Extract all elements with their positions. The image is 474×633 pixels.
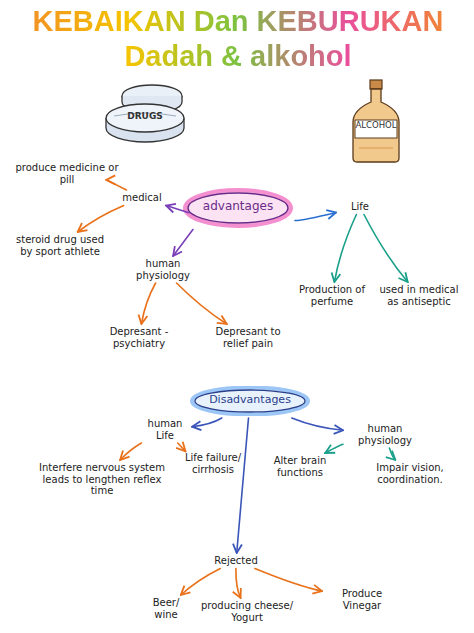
node-label: Depresant to relief pain (205, 326, 291, 349)
branch-text: Rejected (205, 555, 267, 567)
node-label: Impair vision, coordination. (364, 462, 456, 485)
arrow-connector (177, 283, 227, 324)
branch-text: human Life (140, 418, 190, 441)
node-label: Rejected (205, 555, 267, 567)
node-label: medical (116, 192, 168, 204)
node-label: DRUGS (100, 80, 190, 121)
arrow-connector (236, 569, 241, 599)
arrow-connector (120, 443, 141, 460)
node-label: Interfere nervous system leads to length… (33, 462, 171, 497)
node-label: human Life (140, 418, 190, 441)
leaf-text: Interfere nervous system leads to length… (33, 462, 171, 497)
arrow-connector (295, 213, 336, 221)
drug-pill-illustration: DRUGS (100, 80, 190, 152)
leaf-text: Production of perfume (296, 284, 368, 307)
arrow-connector (192, 418, 222, 427)
leaf-text: Produce Vinegar (324, 588, 400, 611)
arrow-connector (141, 283, 155, 324)
leaf-text: Depresant to relief pain (205, 326, 291, 349)
node-label: Life failure/ cirrhosis (175, 452, 251, 475)
leaf-text: producing cheese/ Yogurt (198, 600, 296, 623)
leaf-text: Impair vision, coordination. (364, 462, 456, 485)
leaf-text: used in medical as antiseptic (378, 284, 460, 307)
arrow-connector (389, 448, 395, 460)
arrow-connector (78, 206, 124, 233)
node-label: Beer/ wine (142, 597, 190, 620)
branch-text: Life (338, 201, 382, 213)
node-label: Production of perfume (296, 284, 368, 307)
leaf-text: Life failure/ cirrhosis (175, 452, 251, 475)
branch-text: medical (116, 192, 168, 204)
node-label: ALCOHOL (345, 78, 407, 131)
arrow-connector (237, 418, 249, 553)
leaf-text: produce medicine or pill (12, 162, 122, 185)
leaf-text: Beer/ wine (142, 597, 190, 620)
node-label: Depresant - psychiatry (98, 326, 180, 349)
node-label: Disadvantages (190, 386, 310, 407)
title-heading: KEBAIKAN Dan KEBURUKAN Dadah & alkohol (18, 4, 458, 74)
leaf-text: Alter brain functions (262, 455, 338, 478)
node-label: Alter brain functions (262, 455, 338, 478)
alcohol-bottle-illustration: ALCOHOL (345, 78, 407, 164)
arrow-connector (106, 180, 126, 190)
node-label: human physiology (345, 423, 425, 446)
advantages-oval: advantages (183, 188, 293, 228)
leaf-text: steroid drug used by sport athlete (10, 234, 110, 257)
node-label: produce medicine or pill (12, 162, 122, 185)
arrow-connector (255, 569, 322, 592)
disadvantages-oval: Disadvantages (190, 386, 310, 416)
node-label: steroid drug used by sport athlete (10, 234, 110, 257)
node-label: advantages (183, 188, 293, 214)
arrow-connector (325, 444, 343, 453)
arrow-connector (173, 230, 193, 257)
branch-text: human physiology (345, 423, 425, 446)
arrow-connector (181, 569, 221, 596)
arrow-connector (178, 443, 186, 451)
leaf-text: Depresant - psychiatry (98, 326, 180, 349)
node-label: Produce Vinegar (324, 588, 400, 611)
arrow-connector (292, 418, 343, 430)
arrow-connector (334, 215, 356, 283)
node-label: Life (338, 201, 382, 213)
node-label: used in medical as antiseptic (378, 284, 460, 307)
node-label: producing cheese/ Yogurt (198, 600, 296, 623)
arrow-connector (364, 215, 408, 283)
branch-text: human physiology (124, 258, 202, 281)
node-label: human physiology (124, 258, 202, 281)
arrow-connector (166, 206, 189, 213)
